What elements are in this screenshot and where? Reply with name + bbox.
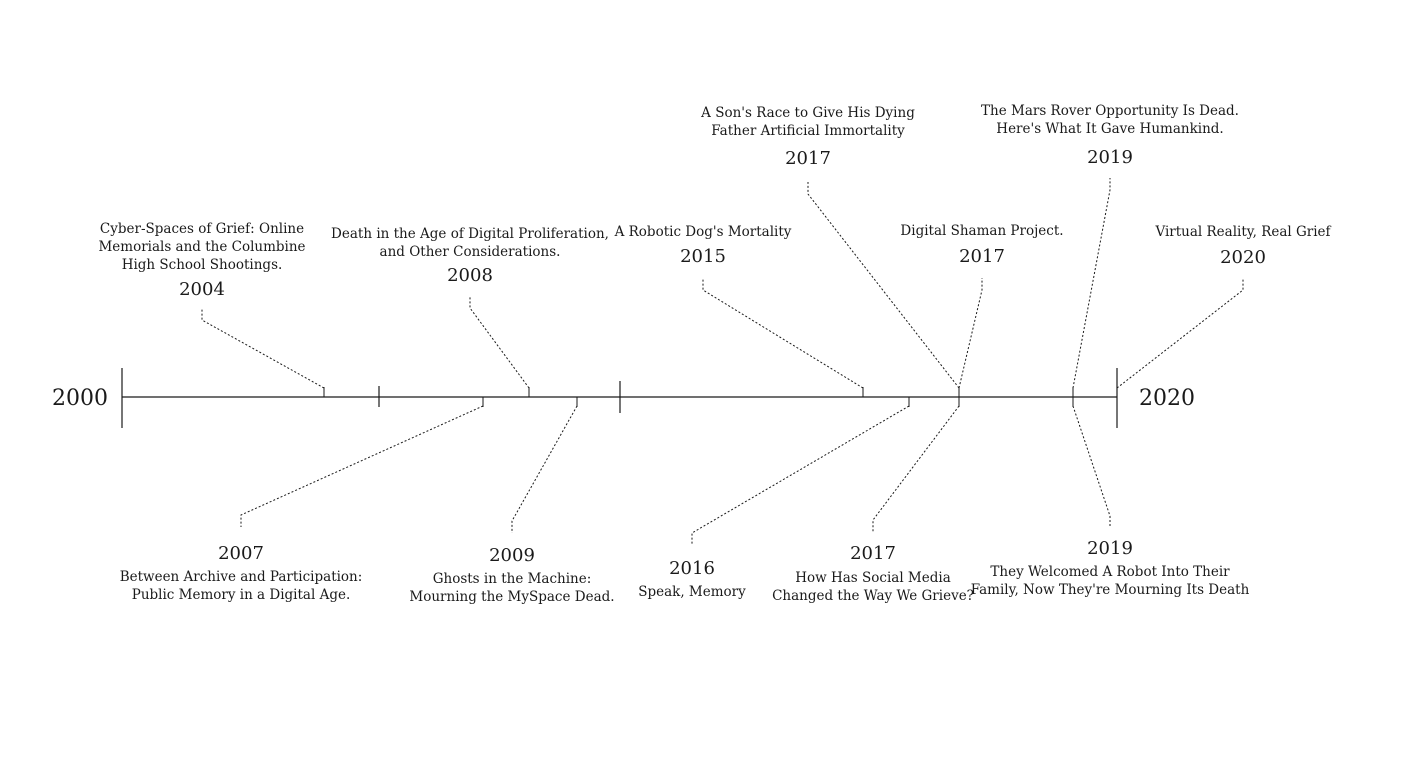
event-connector [702,278,864,389]
event-title: Ghosts in the Machine: Mourning the MySpa… [409,571,614,605]
event-title-line: Here's What It Gave Humankind. [996,121,1223,137]
event-connector [469,296,530,389]
event-connector [1072,405,1111,528]
timeline-event: 2019 The Mars Rover Opportunity Is Dead. H… [981,103,1239,397]
event-connector [201,308,325,389]
event-title: Speak, Memory [638,584,746,600]
event-year: 2019 [1087,147,1133,168]
event-title: Virtual Reality, Real Grief [1154,224,1331,240]
event-title-line: A Son's Race to Give His Dying [700,105,915,121]
event-year: 2019 [1087,538,1133,559]
event-title-line: Speak, Memory [638,584,746,600]
event-year: 2016 [669,558,715,579]
event-title-line: Death in the Age of Digital Proliferatio… [331,226,609,242]
event-title: Digital Shaman Project. [900,223,1063,239]
event-year: 2020 [1220,247,1266,268]
event-connector [958,278,983,389]
event-title-line: The Mars Rover Opportunity Is Dead. [981,103,1239,119]
event-title: A Robotic Dog's Mortality [614,224,792,240]
event-title-line: Virtual Reality, Real Grief [1154,224,1331,240]
timeline-event: 2015 A Robotic Dog's Mortality [614,224,864,397]
event-title-line: Father Artificial Immortality [711,123,905,139]
event-title-line: Mourning the MySpace Dead. [409,589,614,605]
timeline-event: 2017 Digital Shaman Project. [900,223,1064,397]
event-title-line: Digital Shaman Project. [900,223,1063,239]
timeline-event: 2020 Virtual Reality, Real Grief [1116,224,1332,397]
event-connector [1116,278,1244,389]
event-title: The Mars Rover Opportunity Is Dead. Here'… [981,103,1239,137]
timeline-start-label: 2000 [52,386,108,411]
event-connector [240,405,484,527]
event-title-line: Between Archive and Participation: [120,569,363,585]
event-title-line: Public Memory in a Digital Age. [132,587,351,603]
event-year: 2017 [959,246,1005,267]
event-year: 2004 [179,279,225,300]
event-title-line: They Welcomed A Robot Into Their [990,564,1230,580]
event-title: Death in the Age of Digital Proliferatio… [331,226,609,260]
event-year: 2007 [218,543,264,564]
event-connector [872,405,960,532]
event-year: 2008 [447,265,493,286]
event-title-line: High School Shootings. [122,257,283,273]
event-title-line: A Robotic Dog's Mortality [614,224,792,240]
event-title-line: Family, Now They're Mourning Its Death [971,582,1250,598]
event-year: 2009 [489,545,535,566]
event-connector [1072,178,1111,389]
event-title-line: and Other Considerations. [380,244,561,260]
event-year: 2015 [680,246,726,267]
event-year: 2017 [785,148,831,169]
timeline-event: 2008 Death in the Age of Digital Prolifer… [331,226,609,397]
event-title-line: Changed the Way We Grieve? [772,588,974,604]
event-title-line: How Has Social Media [795,570,951,586]
event-title-line: Memorials and the Columbine [98,239,305,255]
event-connector [511,405,578,533]
event-title-line: Ghosts in the Machine: [433,571,592,587]
event-title: Between Archive and Participation: Public… [120,569,363,603]
event-year: 2017 [850,543,896,564]
timeline-end-label: 2020 [1139,386,1195,411]
event-connector [807,182,960,389]
event-connector [691,405,910,545]
event-title-line: Cyber-Spaces of Grief: Online [100,221,304,237]
